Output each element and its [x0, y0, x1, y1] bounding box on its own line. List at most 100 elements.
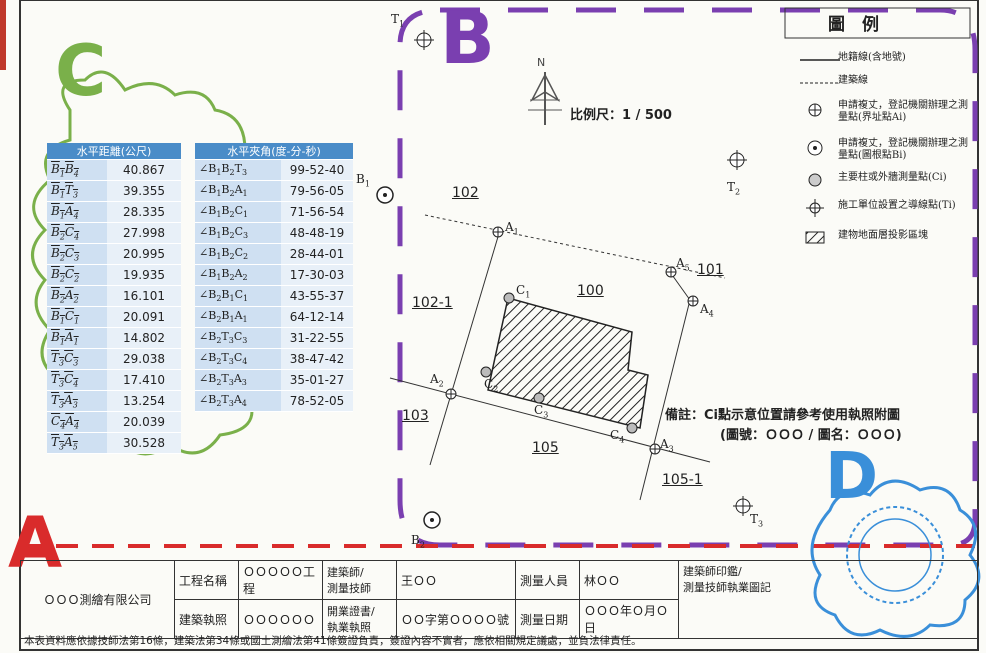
legend-item-text: 建築線 [838, 75, 868, 86]
angle-value: 64-12-14 [281, 306, 353, 328]
distance-value: 16.101 [107, 285, 181, 307]
date-value: ＯＯＯ年Ｏ月Ｏ日 [579, 599, 679, 639]
footer-note: 本表資料應依據技師法第16條，建築法第34條或國土測繪法第41條簽證負責，簽證內… [24, 635, 642, 647]
distance-key: T3A5 [47, 432, 107, 454]
point-c2 [480, 366, 492, 378]
angle-key: ∠B1B2A2 [195, 264, 281, 286]
angle-value: 71-56-54 [281, 201, 353, 223]
legend-title-box [784, 7, 971, 39]
point-c4 [626, 422, 638, 434]
point-label-a2: A2 [430, 372, 444, 389]
angle-value: 99-52-40 [281, 159, 353, 181]
angle-key: ∠B1B2A1 [195, 180, 281, 202]
legend-item-text: 主要柱或外牆測量點(Ci) [838, 172, 947, 183]
distance-key: B2A2 [47, 285, 107, 307]
distance-key: B1A1 [47, 327, 107, 349]
letter-c: C [55, 30, 107, 112]
angle-key: ∠B2B1C1 [195, 285, 281, 307]
legend-item-text: 申請複丈，登記機關辦理之測量點(圖根點Bi) [838, 138, 968, 161]
angle-value: 38-47-42 [281, 348, 353, 370]
surveyor-value: 林ＯＯ [579, 560, 679, 600]
point-a1 [492, 226, 504, 238]
legend-circle-plus-icon [808, 103, 822, 117]
boundary-line-w [429, 229, 501, 466]
point-label-t1: T1 [391, 12, 405, 29]
distance-key: B1T3 [47, 180, 107, 202]
scale-text: 比例尺：1 / 500 [570, 108, 672, 123]
angle-key: ∠B1B2C1 [195, 201, 281, 223]
distance-key: B2C3 [47, 243, 107, 265]
surveyor-label: 測量人員 [515, 560, 580, 600]
point-label-c3: C3 [534, 403, 549, 420]
project-label: 工程名稱 [174, 560, 239, 600]
distance-value: 27.998 [107, 222, 181, 244]
angle-value: 31-22-55 [281, 327, 353, 349]
angle-value: 43-55-37 [281, 285, 353, 307]
point-b1 [376, 186, 394, 204]
angle-key: ∠B2T3A4 [195, 390, 281, 412]
distance-key: T3C3 [47, 348, 107, 370]
point-label-c4: C4 [610, 428, 625, 445]
point-t2 [727, 150, 747, 170]
point-c1 [503, 292, 515, 304]
legend-item-text: 申請複丈，登記機關辦理之測量點(界址點Ai) [838, 100, 968, 123]
distance-table-header: 水平距離(公尺) [47, 143, 181, 160]
distance-key: B1A4 [47, 201, 107, 223]
angle-key: ∠B2T3C4 [195, 348, 281, 370]
angle-key: ∠B2T3A3 [195, 369, 281, 391]
legend-item-text: 建物地面層投影區塊 [838, 230, 928, 241]
distance-value: 13.254 [107, 390, 181, 412]
project-value: ＯＯＯＯＯ工程 [238, 560, 323, 600]
point-label-a3: A3 [660, 437, 674, 454]
point-label-b2: B2 [411, 533, 425, 550]
point-a2 [445, 388, 457, 400]
permit-value: ＯＯＯＯＯＯ [238, 599, 323, 639]
distance-value: 17.410 [107, 369, 181, 391]
license-value: ＯＯ字第ＯＯＯＯ號 [396, 599, 516, 639]
point-a3 [649, 443, 661, 455]
legend-circle-dot-icon [807, 140, 823, 156]
point-t1 [414, 30, 434, 50]
lot-number: 102-1 [412, 295, 453, 311]
angle-key: ∠B1B2C3 [195, 222, 281, 244]
distance-value: 29.038 [107, 348, 181, 370]
distance-value: 20.039 [107, 411, 181, 433]
lot-number: 105-1 [662, 472, 703, 488]
legend-item-text: 地籍線(含地號) [838, 52, 906, 63]
point-label-t2: T2 [727, 180, 741, 197]
point-label-t3: T3 [750, 512, 764, 529]
angle-value: 48-48-19 [281, 222, 353, 244]
angle-value: 17-30-03 [281, 264, 353, 286]
angle-key: ∠B2B1A1 [195, 306, 281, 328]
license-label: 開業證書/ 執業執照 [322, 599, 397, 639]
building-footprint [487, 297, 649, 429]
legend-crosshair-icon [806, 199, 824, 217]
legend-hatch-box-icon [805, 231, 825, 244]
edge-tab [0, 0, 6, 70]
point-a4 [687, 295, 699, 307]
north-arrow-icon [528, 72, 562, 125]
point-label-a1: A1 [505, 220, 519, 237]
legend-item-text: 施工單位設置之導線點(Ti) [838, 200, 956, 211]
lot-number: 100 [577, 283, 604, 299]
distance-value: 40.867 [107, 159, 181, 181]
distance-value: 14.802 [107, 327, 181, 349]
